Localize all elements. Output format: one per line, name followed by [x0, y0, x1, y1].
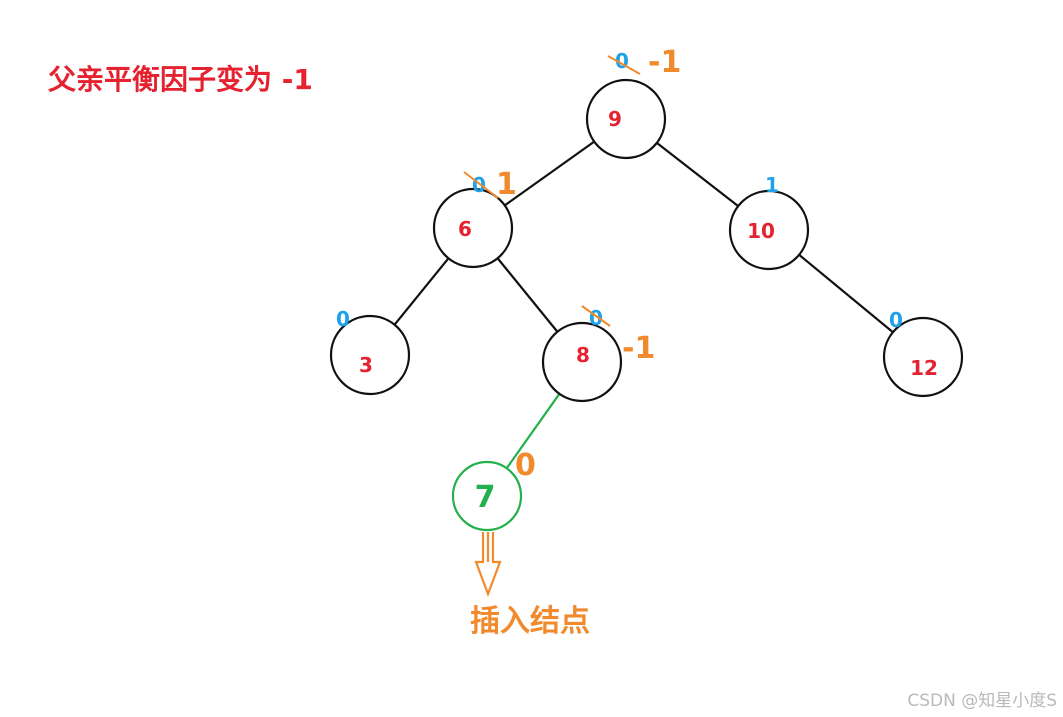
node-value: 7	[475, 480, 496, 515]
tree-node-12: 12 0	[882, 308, 964, 398]
balance-factor-old: 0	[336, 307, 350, 331]
watermark: CSDN @知星小度S	[907, 691, 1057, 711]
down-arrow-icon	[474, 532, 502, 598]
balance-factor-old: 0	[889, 308, 903, 332]
node-circle	[329, 314, 411, 396]
strike-through-mark	[607, 55, 641, 75]
tree-node-9: 9 0 -1	[585, 45, 681, 160]
tree-edge-n8-n7	[505, 393, 561, 469]
node-circle	[882, 316, 964, 398]
tree-edge-n6-n8	[496, 257, 559, 333]
node-value: 8	[576, 343, 590, 367]
edges-layer	[393, 140, 894, 469]
tree-edge-n6-n3	[393, 257, 450, 326]
tree-edge-n9-n10	[656, 142, 739, 207]
strike-through-mark	[463, 171, 499, 199]
balance-factor-new: -1	[648, 45, 681, 80]
balance-factor-new: 0	[515, 448, 536, 483]
inserted-node-circle	[451, 460, 523, 532]
balance-factor-old: 1	[765, 173, 779, 197]
node-circle	[585, 78, 667, 160]
tree-node-8: 8 0 -1	[541, 305, 655, 403]
node-circle	[541, 321, 623, 403]
node-value: 12	[910, 356, 938, 380]
balance-factor-old: 0	[615, 49, 629, 73]
strike-through-mark	[581, 305, 611, 327]
balance-factor-old: 0	[589, 306, 603, 330]
node-value: 10	[747, 219, 775, 243]
tree-edge-n10-n12	[798, 253, 894, 334]
balance-factor-old: 0	[472, 173, 486, 197]
tree-node-3: 30	[329, 307, 411, 396]
tree-node-7: 70	[451, 448, 536, 532]
insert-arrow	[474, 532, 502, 598]
node-circle	[432, 187, 514, 269]
tree-edge-n9-n6	[504, 140, 595, 207]
tree-node-10: 10 1	[728, 173, 810, 271]
insert-node-label: 插入结点	[470, 604, 590, 639]
node-value: 9	[608, 107, 622, 131]
balance-factor-new: 1	[496, 167, 517, 202]
node-value: 3	[359, 353, 373, 377]
node-circle	[728, 189, 810, 271]
node-value: 6	[458, 217, 472, 241]
balance-factor-new: -1	[622, 331, 655, 366]
heading: 父亲平衡因子变为 -1	[48, 63, 313, 96]
